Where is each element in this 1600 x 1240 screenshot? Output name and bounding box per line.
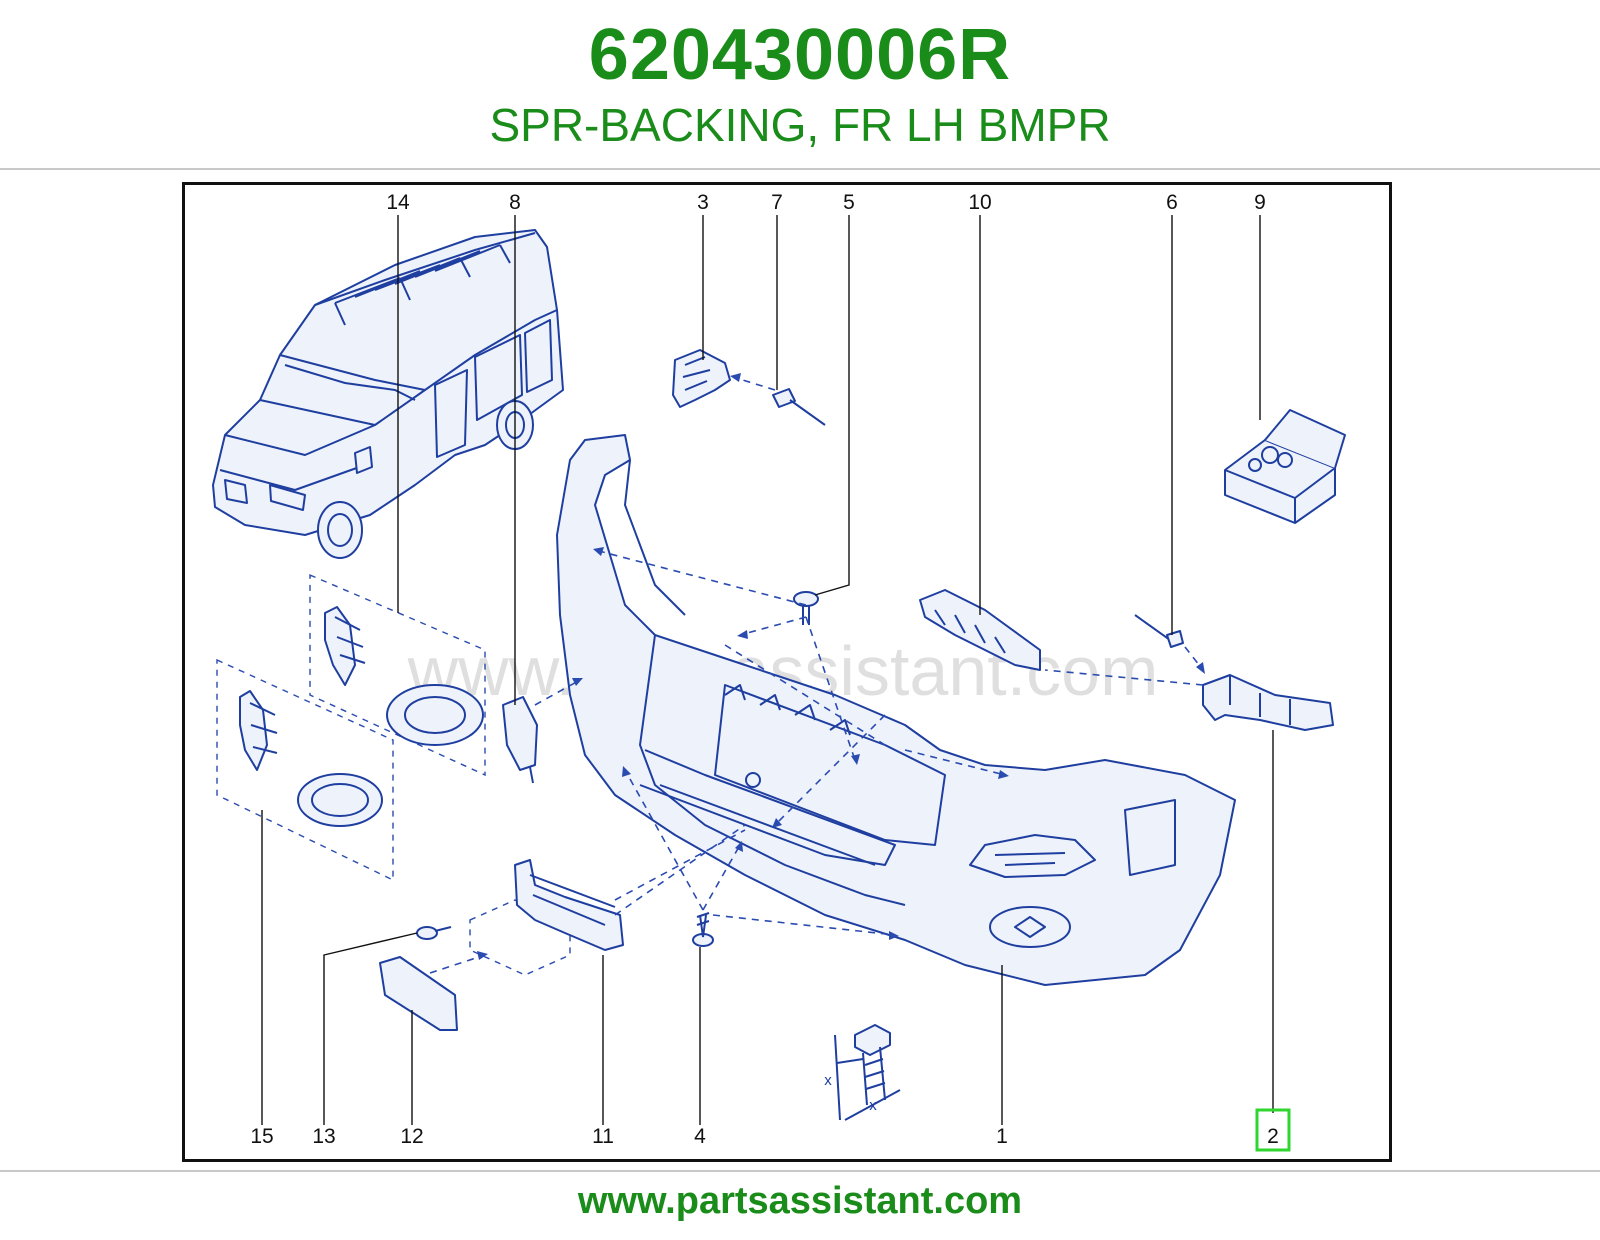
part-12-tow-cover [379, 956, 458, 1031]
part-3-bracket [672, 349, 731, 408]
callout-9: 9 [1254, 191, 1266, 214]
callout-7: 7 [771, 191, 783, 214]
part-4-screw [692, 912, 714, 947]
assembly-arrowheads [477, 547, 1009, 960]
callout-3: 3 [697, 191, 709, 214]
dimension-label-x-horizontal: x [869, 1097, 877, 1114]
parts-diagram: www.partsassistant.com [182, 182, 1392, 1162]
part-description: SPR-BACKING, FR LH BMPR [489, 99, 1111, 151]
part-14-fog-bezel [309, 573, 486, 777]
callout-4: 4 [694, 1125, 706, 1148]
callout-15: 15 [250, 1125, 273, 1148]
footer-website-link[interactable]: www.partsassistant.com [577, 1180, 1023, 1222]
part-13-screw [416, 926, 452, 940]
part-2-backing-spring [1202, 674, 1334, 731]
part-9-fastener-kit-box [1224, 409, 1346, 524]
callout-leader-lines [261, 215, 1274, 1125]
page-header: 620430006R SPR-BACKING, FR LH BMPR [0, 0, 1600, 168]
highlighted-callout-box [1255, 1108, 1291, 1152]
part-10-center-bracket [919, 589, 1041, 671]
part-11-tow-bracket [469, 859, 624, 976]
callout-13: 13 [312, 1125, 335, 1148]
bolt-dimension-detail: x x [824, 1024, 901, 1121]
part-5-clip [793, 591, 819, 625]
part-15-fog-surround [216, 658, 394, 882]
part-7-rivet [772, 388, 826, 426]
callout-12: 12 [400, 1125, 423, 1148]
footer-divider [0, 1170, 1600, 1172]
dimension-label-x-vertical: x [824, 1072, 832, 1089]
assembly-dashed-lines [429, 549, 1204, 974]
callout-1: 1 [996, 1125, 1008, 1148]
part-1-front-bumper [556, 434, 1236, 986]
callout-11: 11 [592, 1125, 614, 1148]
callout-5: 5 [843, 191, 855, 214]
part-8-tow-cap [502, 696, 538, 784]
callout-14: 14 [386, 191, 410, 214]
van-illustration [212, 229, 564, 559]
callout-8: 8 [509, 191, 521, 214]
part-6-rivet [1134, 614, 1184, 648]
header-divider [0, 168, 1600, 170]
callout-2: 2 [1267, 1125, 1279, 1148]
exploded-view-svg: www.partsassistant.com [212, 191, 1346, 1152]
callout-6: 6 [1166, 191, 1178, 214]
callout-10: 10 [968, 191, 991, 214]
part-number-title: 620430006R [588, 15, 1012, 95]
